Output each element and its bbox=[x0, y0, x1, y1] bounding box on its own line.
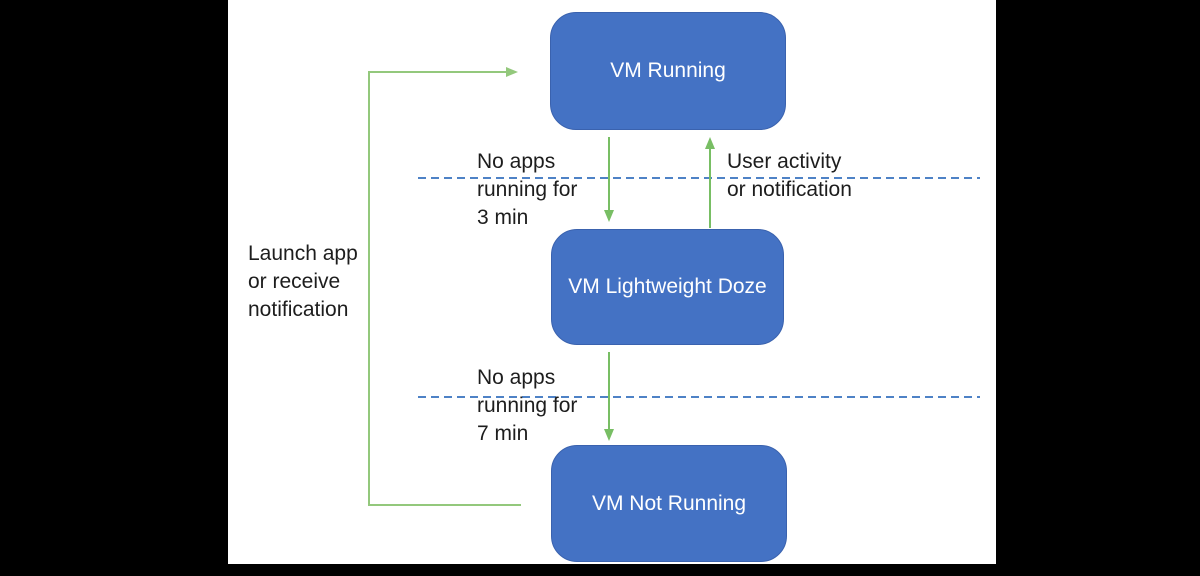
edge-label-line: No apps bbox=[477, 150, 556, 173]
edge-label-line: running for bbox=[477, 394, 578, 417]
node-vm-not-running: VM Not Running bbox=[551, 445, 787, 562]
edge-label-line: running for bbox=[477, 178, 578, 201]
node-vm-lightweight-doze: VM Lightweight Doze bbox=[551, 229, 784, 345]
edge-label-no-apps-7min: No apps running for 7 min bbox=[477, 364, 577, 448]
edge-label-line: or receive bbox=[248, 270, 341, 293]
edge-label-line: User activity bbox=[727, 150, 842, 173]
node-vm-not-running-label: VM Not Running bbox=[591, 491, 747, 515]
edge-label-launch-app: Launch app or receive notification bbox=[248, 240, 358, 324]
edge-label-line: Launch app bbox=[248, 242, 358, 265]
edge-label-line: notification bbox=[248, 298, 349, 321]
edge-label-line: 3 min bbox=[477, 206, 529, 229]
edge-label-user-activity: User activity or notification bbox=[727, 148, 852, 204]
edge-label-no-apps-3min: No apps running for 3 min bbox=[477, 148, 577, 232]
edge-label-line: 7 min bbox=[477, 422, 529, 445]
node-vm-lightweight-doze-label: VM Lightweight Doze bbox=[568, 275, 767, 298]
node-vm-running-label: VM Running bbox=[610, 59, 726, 82]
node-vm-running: VM Running bbox=[550, 12, 786, 130]
edge-label-line: No apps bbox=[477, 366, 556, 389]
edge-label-line: or notification bbox=[727, 178, 852, 201]
